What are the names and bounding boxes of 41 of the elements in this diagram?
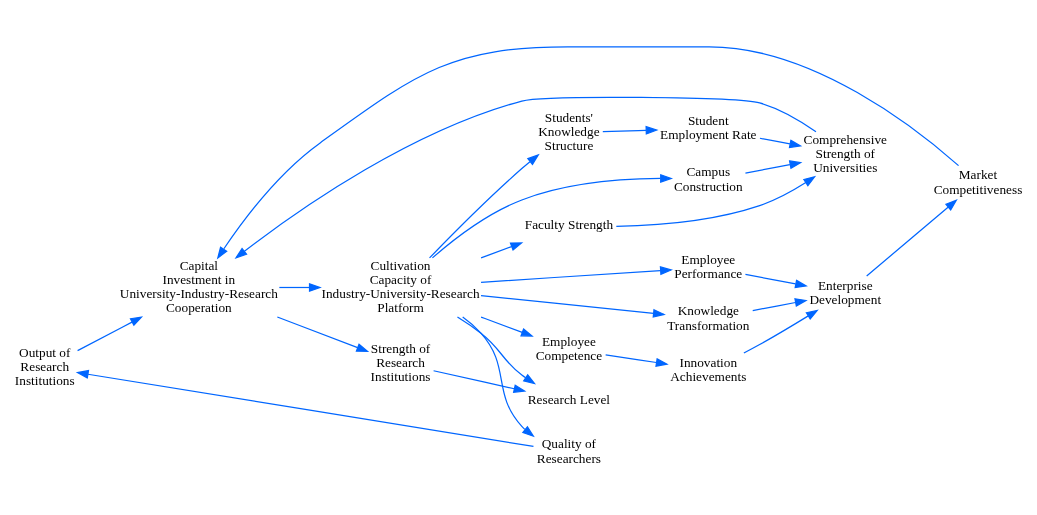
arrow xyxy=(276,315,370,352)
node-text: Market Competitiveness xyxy=(933,166,1023,196)
node-text: Quality of Researchers xyxy=(536,435,602,466)
node-text: Students' Knowledge Structure xyxy=(538,109,600,153)
arrow xyxy=(744,273,808,288)
node-text: Cultivation Capacity of Industry-University-Research Platform xyxy=(321,257,480,315)
arrow xyxy=(480,241,524,259)
node-text: Output of Research Institutions xyxy=(14,344,75,388)
arrow xyxy=(432,369,527,393)
node-text: Employee Competence xyxy=(535,333,603,363)
arrow xyxy=(75,369,535,447)
arrow xyxy=(278,282,322,292)
arrow xyxy=(743,308,819,354)
arrow xyxy=(759,137,803,148)
node-text: Strength of Research Institutions xyxy=(370,340,431,384)
arrow xyxy=(744,159,803,174)
arrow xyxy=(480,315,534,337)
arrow xyxy=(615,175,817,227)
node-text: Faculty Strength xyxy=(524,216,614,232)
arrow xyxy=(602,125,659,135)
arrow xyxy=(480,265,673,283)
arrow xyxy=(866,198,958,277)
arrow xyxy=(216,45,960,259)
arrow xyxy=(605,353,669,367)
node-text: Knowledge Transformation xyxy=(667,302,750,333)
node-text: Employee Performance xyxy=(674,251,743,281)
node-text: Comprehensive Strength of Universities xyxy=(803,131,888,175)
arrow xyxy=(456,315,537,385)
node-text: Student Employment Rate xyxy=(660,112,757,142)
arrow xyxy=(234,96,817,259)
node-text: Capital Investment in University-Industry-Research Cooperation xyxy=(119,257,278,315)
arrow xyxy=(752,297,808,311)
arrow xyxy=(480,294,666,318)
arrow xyxy=(76,315,144,351)
node-text: Research Level xyxy=(527,391,611,407)
arrow xyxy=(462,316,535,437)
arrow xyxy=(431,173,674,258)
node-text: Campus Construction xyxy=(673,163,743,194)
node-text: Enterprise Development xyxy=(809,277,882,307)
arrow xyxy=(428,153,540,259)
node-text: Innovation Achievements xyxy=(670,354,747,384)
